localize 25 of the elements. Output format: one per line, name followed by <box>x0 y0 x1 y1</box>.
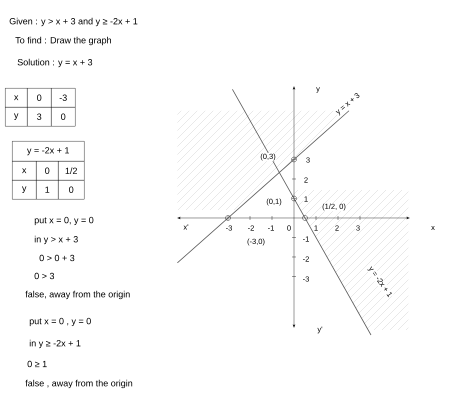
table-cell: 1 <box>36 180 58 200</box>
table-cell: y = -2x + 1 <box>12 141 84 162</box>
table-cell: y <box>5 107 28 126</box>
text-line: false , away from the origin <box>25 380 132 388</box>
table-cell: x <box>5 88 28 108</box>
table-cell: 1/2 <box>58 161 84 180</box>
text-line: 0 > 0 + 3 <box>40 254 74 262</box>
text-line: 0 > 3 <box>34 272 54 280</box>
text-line: put x = 0, y = 0 <box>34 216 94 226</box>
table-cell: x <box>12 161 36 180</box>
table-cell: 0 <box>58 180 84 200</box>
table-cell: y <box>12 180 36 200</box>
table-cell: 0 <box>27 88 52 108</box>
text-line: in y ≥ -2x + 1 <box>30 340 80 348</box>
table-cell: 0 <box>51 107 76 126</box>
table-cell: 3 <box>27 107 52 126</box>
table-cell: -3 <box>51 88 76 108</box>
text-line: false, away from the origin <box>25 290 130 300</box>
text-line: put x = 0 , y = 0 <box>30 318 91 326</box>
text-line: in y > x + 3 <box>34 236 78 244</box>
text-line: Given : y > x + 3 and y ≥ -2x + 1 <box>10 18 138 26</box>
text-line: To find : Draw the graph <box>15 36 111 46</box>
table-cell: 0 <box>36 161 58 180</box>
text-line: Solution : y = x + 3 <box>18 58 92 68</box>
text-line: 0 ≥ 1 <box>28 360 47 368</box>
